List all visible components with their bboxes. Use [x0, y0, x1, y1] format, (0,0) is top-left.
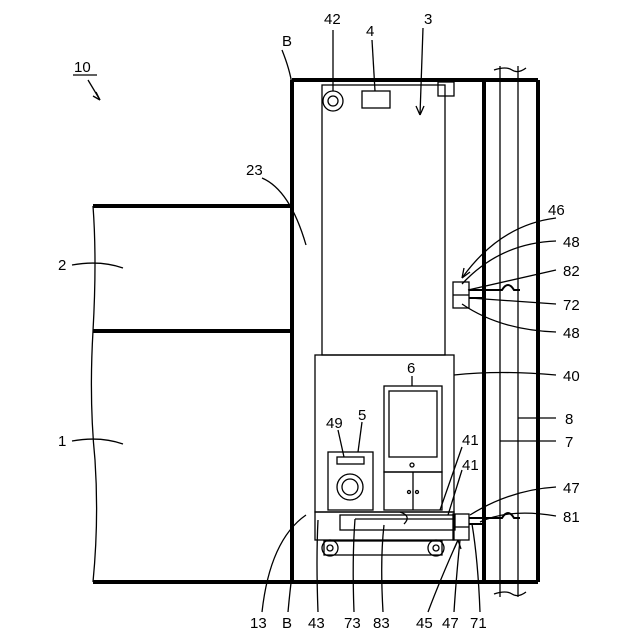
leader-13 — [262, 515, 306, 612]
washer-49-panel — [337, 457, 364, 464]
label-41a: 41 — [462, 432, 479, 449]
label-4: 4 — [366, 23, 374, 40]
label-7: 7 — [565, 434, 573, 451]
leader-47b — [454, 540, 460, 612]
cabinet-knob-b — [416, 491, 419, 494]
leader-41b — [448, 470, 462, 515]
hoistway-frame — [322, 85, 445, 355]
leader-43 — [317, 520, 318, 612]
leader-71 — [472, 524, 480, 612]
label-41b: 41 — [462, 457, 479, 474]
label-10: 10 — [74, 59, 91, 76]
label-1: 1 — [58, 433, 66, 450]
leader-4 — [372, 40, 375, 91]
label-43: 43 — [308, 615, 325, 632]
label-47b: 47 — [442, 615, 459, 632]
label-6: 6 — [407, 360, 415, 377]
pulley-inner — [328, 96, 338, 106]
rail-bottom-break — [494, 592, 526, 596]
label-3: 3 — [424, 11, 432, 28]
label-45: 45 — [416, 615, 433, 632]
wheel-right-hub — [433, 545, 439, 551]
leader-5 — [358, 422, 362, 452]
pulley-outer — [323, 91, 343, 111]
leader-73 — [353, 519, 355, 612]
washer-drum-inner — [342, 479, 358, 495]
label-71: 71 — [470, 615, 487, 632]
device-4 — [362, 91, 390, 108]
label-B-top: B — [282, 33, 292, 50]
display-6-inner — [389, 391, 437, 457]
leader-83 — [382, 525, 384, 612]
label-8: 8 — [565, 411, 573, 428]
label-42: 42 — [324, 11, 341, 28]
leader-46 — [462, 218, 556, 278]
label-48a: 48 — [563, 234, 580, 251]
label-46: 46 — [548, 202, 565, 219]
display-6-outer — [384, 386, 442, 472]
label-B-bot: B — [282, 615, 292, 632]
label-48b: 48 — [563, 325, 580, 342]
leader-49 — [338, 430, 344, 457]
base-inner-top — [340, 515, 455, 530]
leader-B-top — [282, 50, 292, 85]
leader-48a — [462, 241, 556, 284]
top-right-box — [438, 82, 454, 96]
rail-top-break — [494, 68, 526, 72]
label-13: 13 — [250, 615, 267, 632]
label-47a: 47 — [563, 480, 580, 497]
left-break-line — [91, 206, 96, 582]
label-23: 23 — [246, 162, 263, 179]
label-82: 82 — [563, 263, 580, 280]
washer-5-body — [328, 452, 373, 510]
label-5: 5 — [358, 407, 366, 424]
label-81: 81 — [563, 509, 580, 526]
label-83: 83 — [373, 615, 390, 632]
wheel-left-hub — [327, 545, 333, 551]
display-6-dot — [410, 463, 414, 467]
label-49: 49 — [326, 415, 343, 432]
label-72: 72 — [563, 297, 580, 314]
washer-drum-outer — [337, 474, 363, 500]
label-2: 2 — [58, 257, 66, 274]
leader-40 — [454, 373, 556, 376]
label-40: 40 — [563, 368, 580, 385]
leader-2 — [72, 263, 123, 268]
label-73: 73 — [344, 615, 361, 632]
leader-3 — [420, 28, 423, 115]
leader-23 — [262, 178, 306, 245]
leader-1 — [72, 439, 123, 444]
cabinet-knob-a — [408, 491, 411, 494]
leader-48b — [462, 304, 556, 332]
connector-bend — [400, 512, 407, 524]
leader-10-arrow — [93, 92, 100, 100]
